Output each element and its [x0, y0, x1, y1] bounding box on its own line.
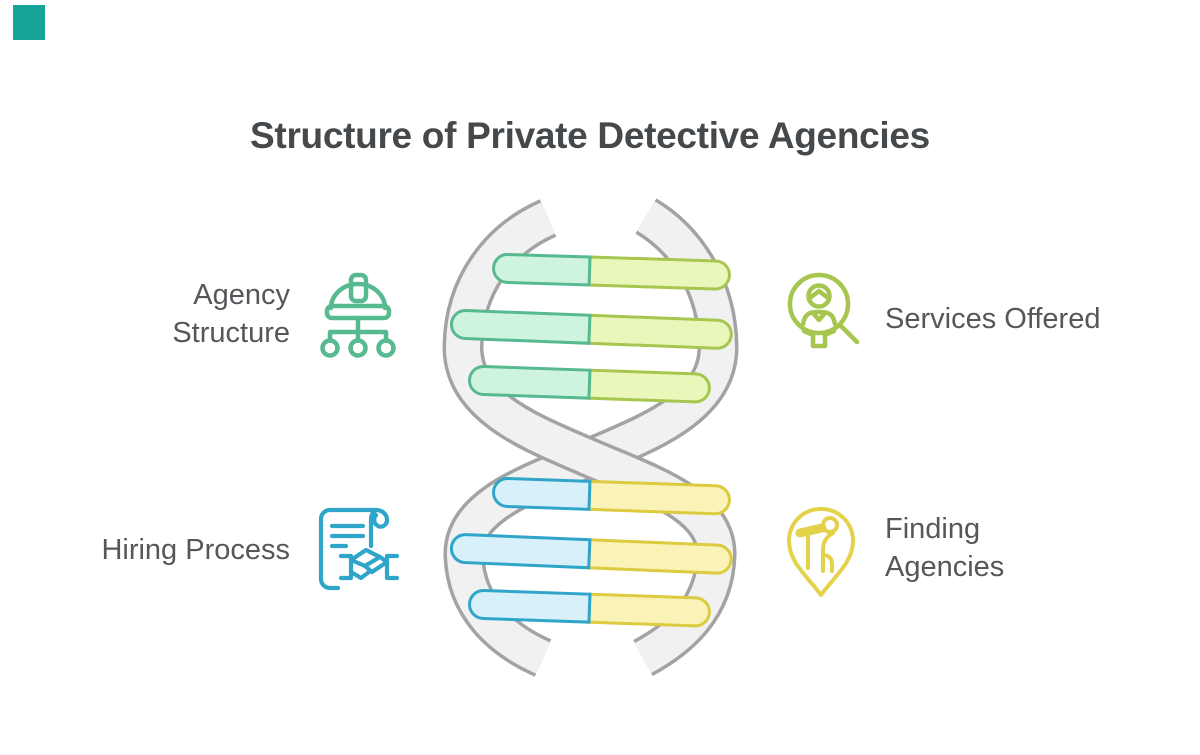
helix-rung-top-3	[468, 364, 711, 404]
brand-mark	[13, 5, 45, 40]
label-finding-agencies: Finding Agencies	[885, 513, 1005, 584]
page-title: Structure of Private Detective Agencies	[250, 114, 930, 156]
helix-rung-top-1	[492, 252, 731, 291]
hard-hat-org-chart-icon	[320, 272, 396, 358]
dna-helix-graphic	[442, 198, 739, 677]
person-telescope-map-pin-icon	[787, 507, 855, 597]
helix-rung-top-2	[449, 309, 733, 350]
helix-rung-bottom-1	[492, 476, 731, 516]
helix-rung-bottom-3	[468, 588, 711, 628]
contract-handshake-icon	[318, 507, 400, 591]
helix-strand-left	[442, 199, 737, 677]
label-hiring-process: Hiring Process	[101, 534, 290, 566]
helix-rung-bottom-2	[449, 533, 733, 575]
label-services-offered: Services Offered	[885, 303, 1101, 335]
label-agency-structure: Agency Structure	[172, 279, 290, 350]
person-search-magnifier-icon	[787, 272, 860, 349]
